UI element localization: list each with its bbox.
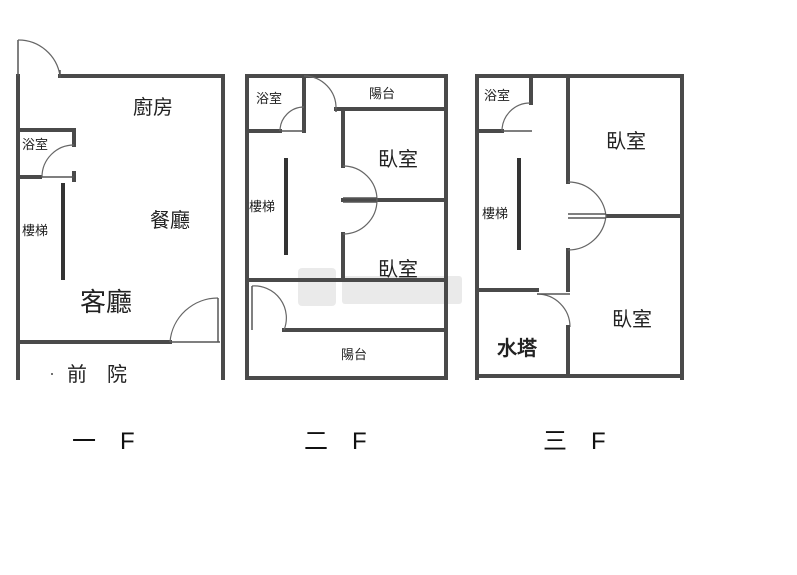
f2-balcony-top-label: 陽台 xyxy=(369,87,395,102)
watermark xyxy=(298,268,462,306)
floor-3-plan: 浴室 臥室 樓梯 水塔 臥室 xyxy=(475,74,684,380)
f2-balcony-bottom-label: 陽台 xyxy=(341,348,367,363)
floor-3-title: 三 F xyxy=(543,428,606,455)
f1-front-yard-label: 前 院 xyxy=(67,362,127,386)
f1-stairs-label: 樓梯 xyxy=(22,224,48,239)
floor-2-plan: 浴室 陽台 臥室 樓梯 臥室 陽台 xyxy=(245,74,448,380)
f3-stairs-label: 樓梯 xyxy=(482,207,508,222)
f3-water-tower-label: 水塔 xyxy=(497,336,538,360)
f1-kitchen-label: 廚房 xyxy=(133,95,173,119)
f2-bathroom-label: 浴室 xyxy=(256,91,282,107)
f3-bedroom-1-label: 臥室 xyxy=(606,129,646,153)
f1-dining-label: 餐廳 xyxy=(150,208,190,232)
f2-stairs-label: 樓梯 xyxy=(249,200,275,215)
f1-living-label: 客廳 xyxy=(80,288,132,318)
floor-2-title: 二 F xyxy=(304,428,367,455)
f1-bathroom-label: 浴室 xyxy=(22,137,48,153)
f2-bedroom-2-label: 臥室 xyxy=(378,257,418,281)
f3-bedroom-2-label: 臥室 xyxy=(612,307,652,331)
floor-1-title: 一 F xyxy=(72,428,135,455)
f3-bathroom-label: 浴室 xyxy=(484,88,510,104)
floor-1-plan: 廚房 浴室 餐廳 樓梯 客廳 前 院 xyxy=(16,39,225,386)
f2-bedroom-1-label: 臥室 xyxy=(378,147,418,171)
